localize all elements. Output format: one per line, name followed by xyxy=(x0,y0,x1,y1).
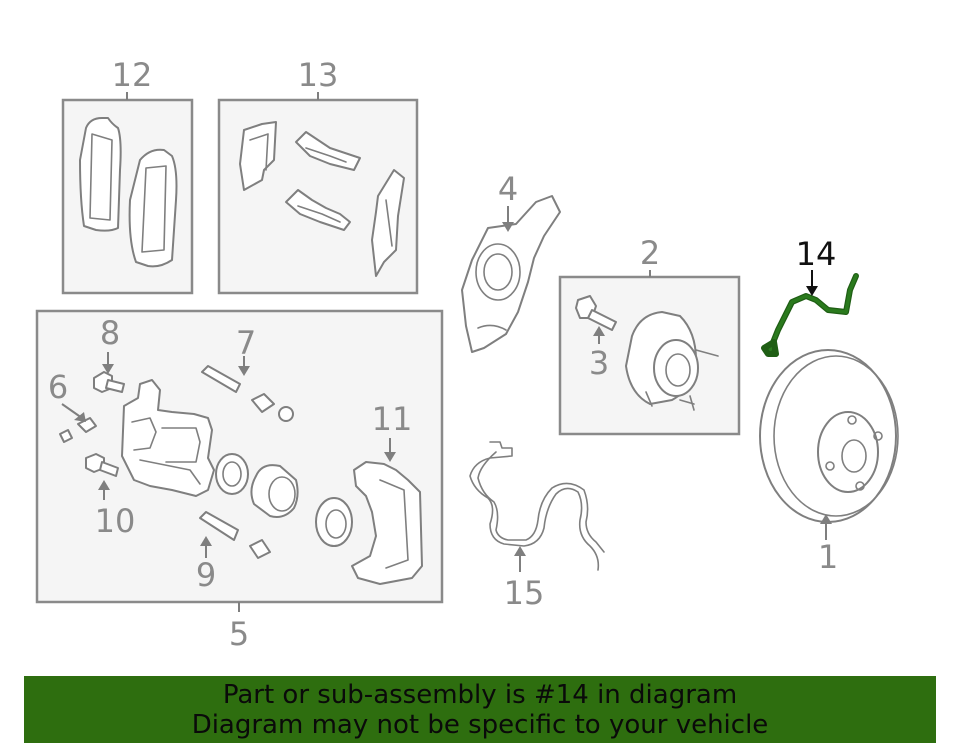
info-banner: Part or sub-assembly is #14 in diagram D… xyxy=(24,676,936,743)
callout-9: 9 xyxy=(196,556,216,594)
callout-15: 15 xyxy=(504,574,545,612)
callout-2: 2 xyxy=(640,234,660,272)
callout-6: 6 xyxy=(48,368,68,406)
part-12-brake-pads[interactable] xyxy=(61,92,194,295)
callout-8: 8 xyxy=(100,314,120,352)
banner-line-2: Diagram may not be specific to your vehi… xyxy=(191,710,769,740)
callout-7: 7 xyxy=(236,324,256,362)
callout-5: 5 xyxy=(229,615,249,653)
callout-11: 11 xyxy=(372,400,413,438)
part-13-hardware-kit[interactable] xyxy=(217,92,419,295)
callout-14: 14 xyxy=(796,235,837,273)
part-4-dust-shield[interactable] xyxy=(461,195,561,353)
callout-4: 4 xyxy=(498,170,518,208)
part-15-abs-sensor-harness[interactable] xyxy=(469,441,605,572)
callout-13: 13 xyxy=(298,56,339,94)
banner-line-1: Part or sub-assembly is #14 in diagram xyxy=(222,680,738,710)
callout-12: 12 xyxy=(112,56,153,94)
part-14-brake-hose-highlighted[interactable] xyxy=(761,270,859,357)
callout-1: 1 xyxy=(818,538,838,576)
part-1-brake-rotor[interactable] xyxy=(759,349,899,540)
part-2-hub-assembly[interactable] xyxy=(558,270,741,436)
callout-3: 3 xyxy=(589,344,609,382)
callout-10: 10 xyxy=(95,502,136,540)
part-5-caliper-assembly[interactable] xyxy=(35,309,444,612)
parts-diagram: 12 13 4 2 xyxy=(35,56,899,653)
